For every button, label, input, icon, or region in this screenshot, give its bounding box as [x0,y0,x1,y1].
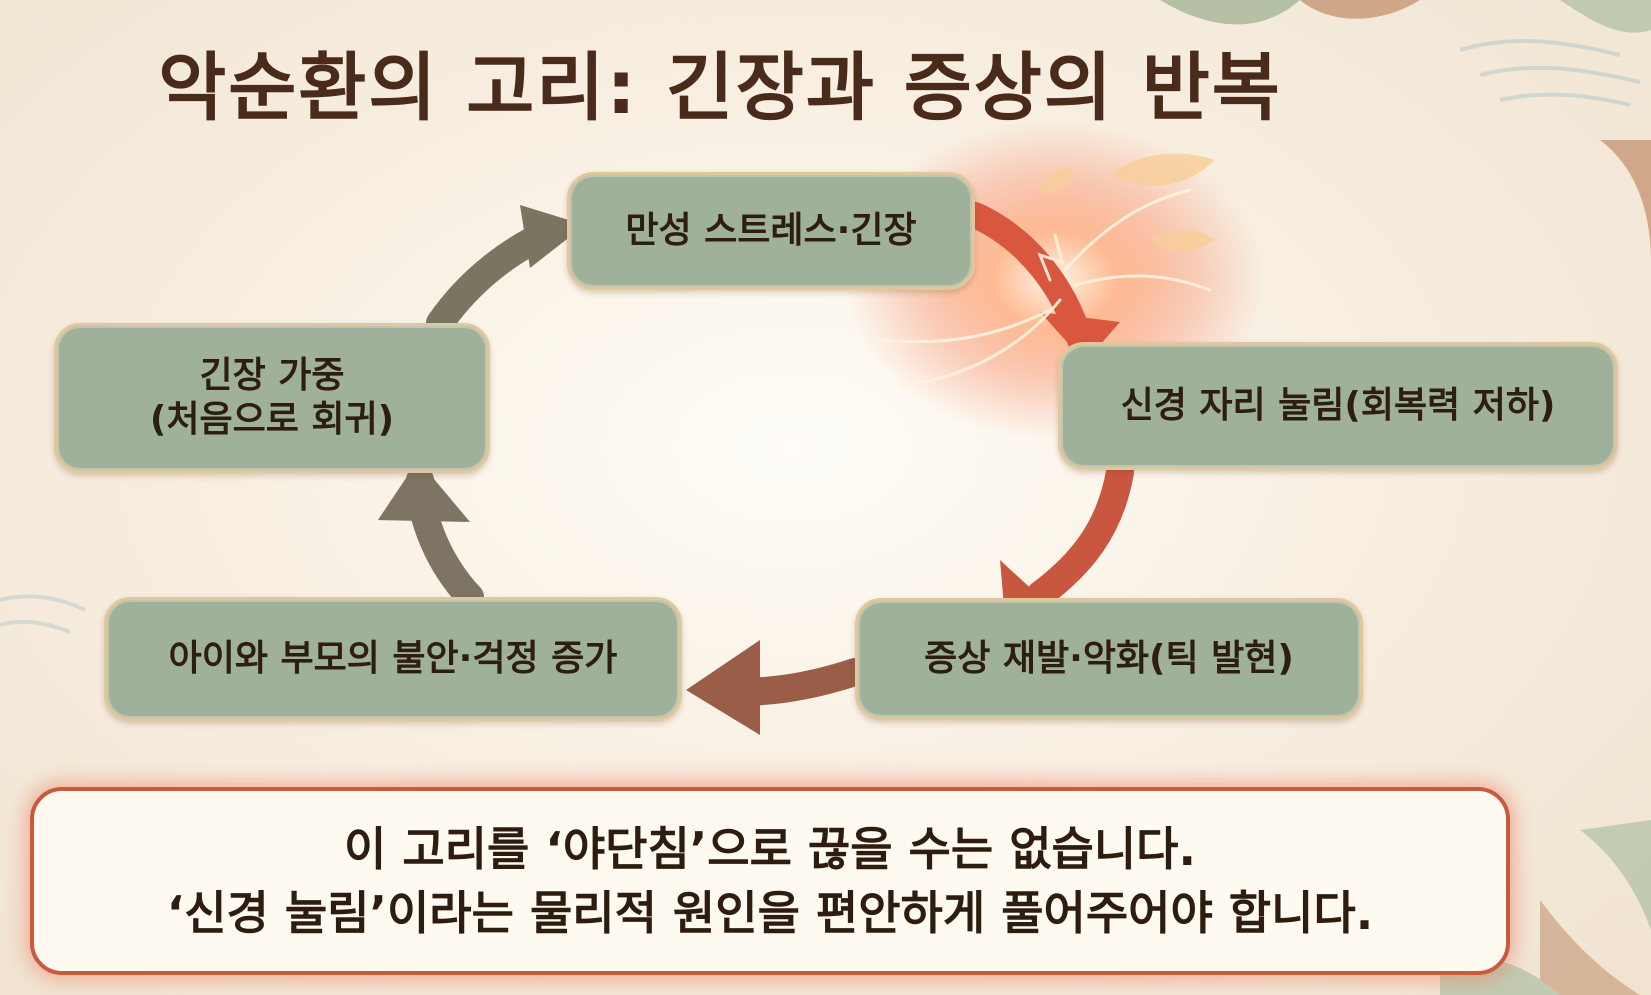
cycle-node-tension-increase: 긴장 가중 (처음으로 회귀) [54,323,490,473]
arrow-head-top-to-right [1040,312,1120,362]
arrow-head-bottom-right-to-bottom-left [686,640,760,735]
wind-swirl-left-decoration [0,594,86,634]
cycle-node-symptom-relapse: 증상 재발·악화(틱 발현) [855,598,1363,720]
wind-swirl-decoration [1459,38,1641,107]
arrow-head-bottom-left-to-left [378,460,470,522]
cycle-node-label: 증상 재발·악화(틱 발현) [924,638,1294,680]
leaf-decoration-top-right [1160,0,1651,260]
glowing-leaf-decoration [1040,153,1215,252]
cycle-node-label: 아이와 부모의 불안·걱정 증가 [168,638,618,680]
cycle-node-label: 만성 스트레스·긴장 [625,210,917,252]
cycle-node-chronic-stress: 만성 스트레스·긴장 [567,172,975,290]
page-title: 악순환의 고리: 긴장과 증상의 반복 [158,45,1282,131]
cycle-node-anxiety-increase: 아이와 부모의 불안·걱정 증가 [104,597,682,721]
cycle-node-nerve-pressure: 신경 자리 눌림(회복력 저하) [1058,342,1618,470]
callout-line-1: 이 고리를 ‘야단침’으로 끊을 수는 없습니다. [344,821,1196,876]
callout-line-2: ‘신경 눌림’이라는 물리적 원인을 편안하게 풀어주어야 합니다. [166,886,1374,940]
arrow-right-to-bottom-right [1026,458,1134,609]
cycle-node-label: 신경 자리 눌림(회복력 저하) [1120,385,1556,427]
burst-spark-decoration [878,188,1212,387]
conclusion-callout: 이 고리를 ‘야단침’으로 끊을 수는 없습니다. ‘신경 눌림’이라는 물리적… [30,787,1510,975]
cycle-node-label: 긴장 가중 (처음으로 회귀) [149,355,395,440]
